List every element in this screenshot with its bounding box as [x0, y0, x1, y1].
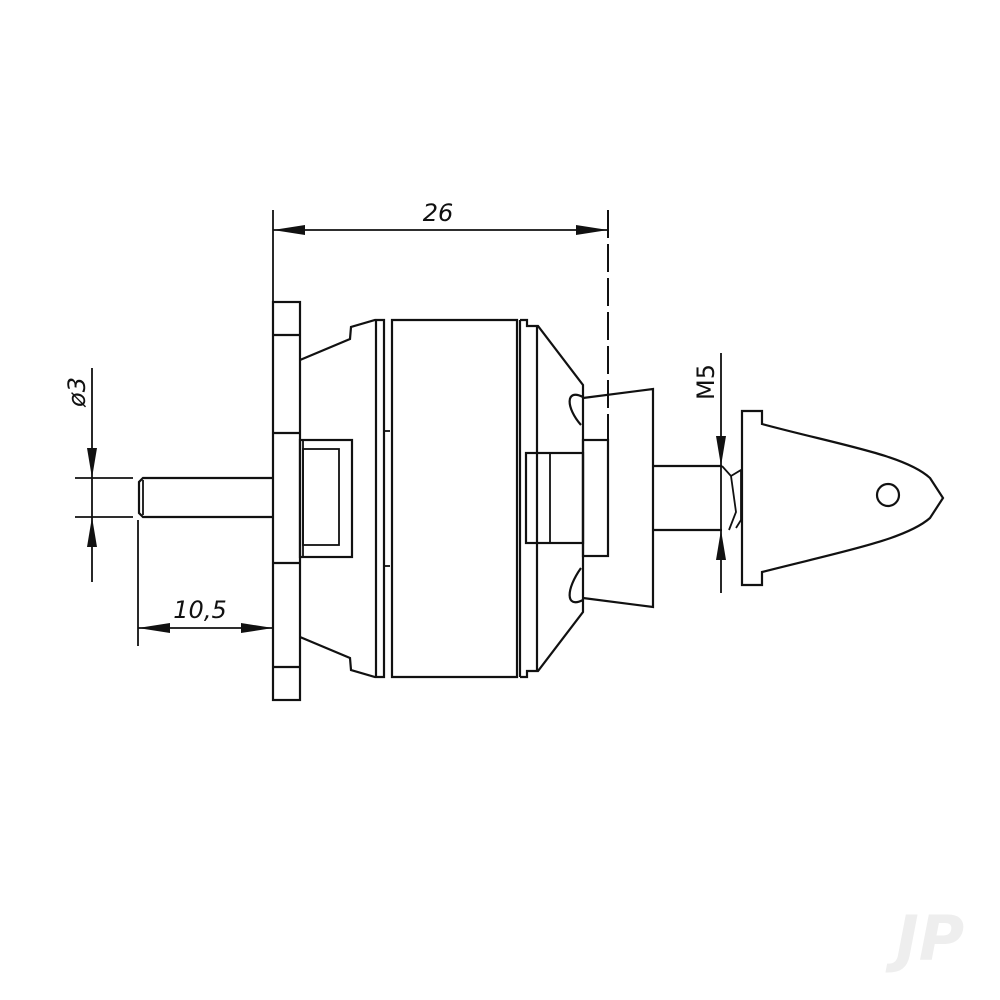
dim-shaft-length: 10,5: [173, 596, 226, 624]
prop-adapter: [582, 387, 742, 609]
spinner-hole: [875, 482, 901, 508]
rotor-bell: [390, 318, 610, 679]
vent-slot-top: [568, 393, 584, 426]
dim-overall-length: 26: [423, 199, 454, 227]
thread-icon: [721, 465, 742, 531]
dim-prop-thread: M5: [692, 364, 720, 400]
mounting-flange: [271, 300, 302, 702]
watermark-logo: JP: [885, 902, 965, 975]
dimension-lines: [75, 210, 726, 646]
spinner-cone: [740, 409, 945, 587]
motor-shaft: [137, 476, 273, 519]
vent-slot-bottom: [568, 567, 584, 604]
stator-housing: [298, 318, 390, 679]
dim-shaft-diameter: ø3: [63, 377, 91, 408]
